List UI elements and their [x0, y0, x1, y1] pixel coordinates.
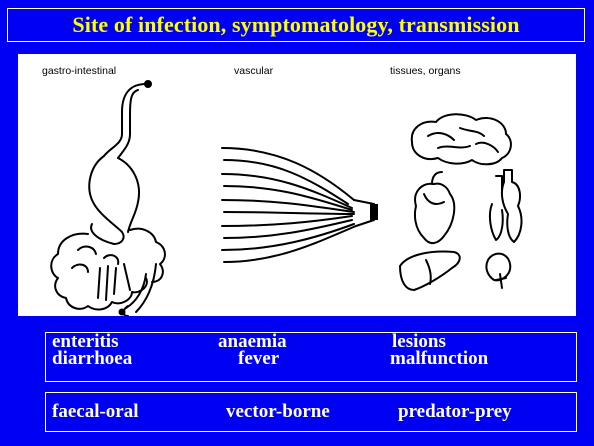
transmission-vector-borne: vector-borne	[226, 402, 330, 421]
heart-shape	[415, 184, 454, 243]
transmission-predator-prey: predator-prey	[398, 402, 512, 421]
lungs-shape	[502, 170, 522, 242]
transmission-faecal-oral: faecal-oral	[52, 402, 139, 421]
symptom-malfunction: malfunction	[390, 349, 488, 368]
vascular-branches-drawing	[222, 148, 378, 262]
kidney-shape	[486, 254, 510, 281]
organs-drawing	[400, 114, 521, 290]
title-box: Site of infection, symptomatology, trans…	[7, 8, 585, 42]
symptom-fever: fever	[238, 349, 279, 368]
illustration-panel: gastro-intestinal vascular tissues, orga…	[18, 54, 576, 316]
brain-shape	[412, 114, 511, 164]
slide-title: Site of infection, symptomatology, trans…	[72, 12, 519, 38]
illustrations	[18, 54, 576, 316]
symptom-diarrhoea: diarrhoea	[52, 349, 132, 368]
gastrointestinal-tract-drawing	[51, 81, 165, 316]
